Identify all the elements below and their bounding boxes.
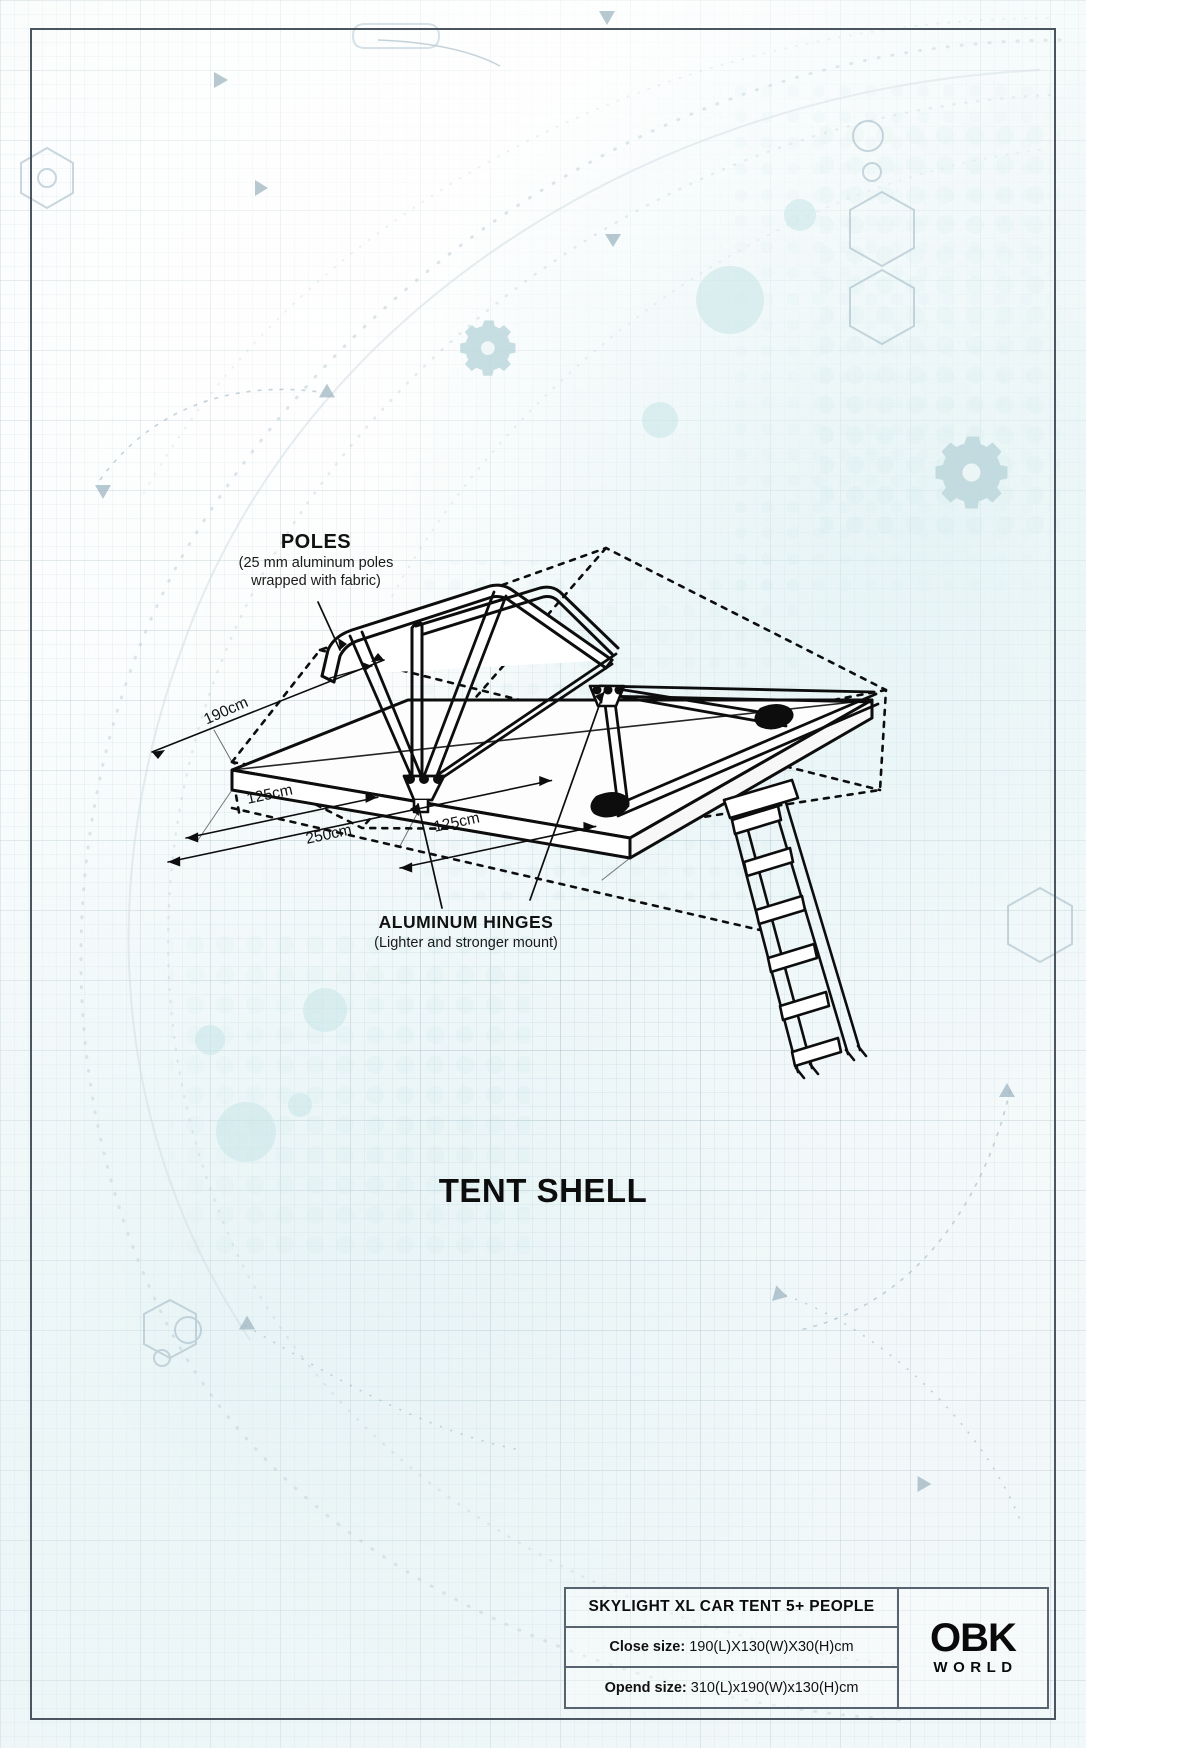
callout-poles-heading: POLES (280, 531, 352, 553)
callout-poles-subtext-line2: wrapped with fabric) (251, 573, 381, 589)
aluminum-hinge-cluster-rear (588, 684, 626, 708)
pole-struts (348, 590, 880, 818)
figure-title: TENT SHELL (438, 1172, 648, 1209)
spec-open-size: Opend size: 310(L)x190(W)x130(H)cm (605, 1680, 859, 1696)
brand-logo-mark: OBK (930, 1616, 1017, 1660)
title-block-product-row: SKYLIGHT XL CAR TENT 5+ PEOPLE (566, 1589, 897, 1628)
blueprint-page: POLES (25 mm aluminum poles wrapped with… (0, 0, 1086, 1748)
brand-logo-wordmark: WORLD (933, 1659, 1018, 1676)
tent-shell-technical-drawing (151, 546, 888, 1080)
callout-hinges-subtext-line1: (Lighter and stronger mount) (374, 935, 558, 951)
brand-logo: OBK WORLD (899, 1587, 1049, 1709)
spec-close-size: Close size: 190(L)X130(W)X30(H)cm (609, 1639, 853, 1655)
pole-frame-front (414, 585, 620, 656)
title-block-spec-row-close: Close size: 190(L)X130(W)X30(H)cm (566, 1628, 897, 1669)
title-block: SKYLIGHT XL CAR TENT 5+ PEOPLE Close siz… (564, 1587, 1049, 1709)
spec-open-value: 310(L)x190(W)x130(H)cm (690, 1679, 859, 1696)
callout-hinges-heading: ALUMINUM HINGES (378, 912, 554, 932)
brand-logo-mark-text: OBK (930, 1616, 1017, 1660)
callout-leader-lines (317, 601, 605, 909)
spec-open-label: Opend size: (604, 1679, 687, 1696)
spec-close-label: Close size: (609, 1639, 686, 1656)
pole-end-caps (590, 704, 794, 818)
product-name: SKYLIGHT XL CAR TENT 5+ PEOPLE (588, 1598, 875, 1616)
title-block-info: SKYLIGHT XL CAR TENT 5+ PEOPLE Close siz… (564, 1587, 899, 1709)
callout-aluminum-hinges: ALUMINUM HINGES (Lighter and stronger mo… (306, 911, 626, 952)
telescoping-ladder (722, 778, 868, 1080)
spec-close-value: 190(L)X130(W)X30(H)cm (689, 1639, 854, 1656)
aluminum-hinge-cluster-center (402, 774, 446, 814)
dimension-lines (151, 653, 631, 881)
callout-poles-subtext-line1: (25 mm aluminum poles (238, 555, 394, 571)
title-block-spec-row-open: Opend size: 310(L)x190(W)x130(H)cm (566, 1668, 897, 1707)
callout-poles: POLES (25 mm aluminum poles wrapped with… (186, 530, 446, 590)
